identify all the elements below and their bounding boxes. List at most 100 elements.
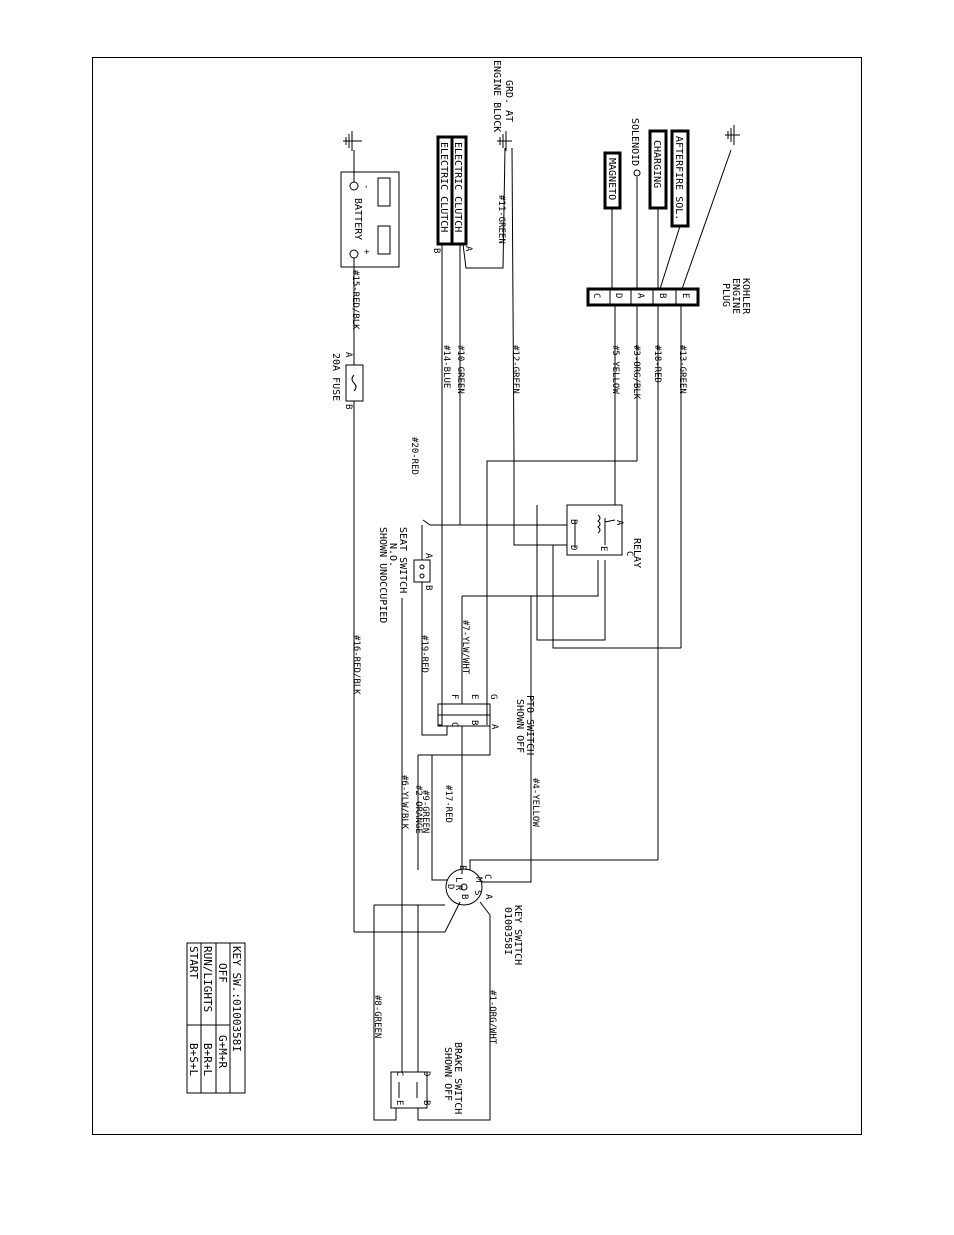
kohler-label-2: ENGINE bbox=[730, 278, 741, 314]
wire-label-20: #20-RED bbox=[409, 437, 419, 475]
seat-switch-label-2: N.O. bbox=[387, 543, 398, 567]
key-pin-a: A bbox=[483, 894, 493, 900]
ground-symbol-engine bbox=[497, 131, 512, 151]
pto-switch-label-2: SHOWN OFF bbox=[514, 699, 525, 753]
ground-label-line1: GRD. AT bbox=[503, 80, 514, 122]
plug-pin-e: E bbox=[680, 293, 690, 298]
plug-pin-d: D bbox=[613, 293, 623, 298]
seat-pin-b: B bbox=[423, 585, 433, 590]
plug-pin-c: C bbox=[591, 293, 601, 298]
pto-pin-g: G bbox=[488, 694, 498, 699]
brake-switch-label-1: BRAKE SWITCH bbox=[452, 1042, 463, 1114]
battery-positive-terminal bbox=[349, 249, 359, 259]
kohler-label-3: PLUG bbox=[720, 283, 731, 307]
pto-pin-e: E bbox=[469, 694, 479, 699]
relay-pin-a: A bbox=[614, 520, 624, 526]
wire-label-18: #18-RED bbox=[652, 345, 662, 383]
seat-switch-label-1: SEAT SWITCH bbox=[397, 527, 408, 593]
battery-cell-1 bbox=[377, 177, 391, 207]
battery-minus-sign: - bbox=[361, 184, 371, 189]
battery-cell-2 bbox=[377, 225, 391, 255]
relay-label: RELAY bbox=[631, 538, 642, 568]
brake-pin-b: B bbox=[421, 1100, 431, 1105]
key-table-row-1-position: OFF bbox=[216, 963, 229, 983]
kohler-label-1: KOHLER bbox=[740, 278, 751, 315]
key-pin-m: M bbox=[473, 877, 483, 883]
wire-label-1: #1-ORG/WHT bbox=[487, 990, 497, 1045]
magneto-label: MAGNETO bbox=[606, 158, 617, 200]
wire-label-3: #3-ORG/BLK bbox=[631, 345, 641, 400]
charging-label: CHARGING bbox=[651, 140, 662, 188]
wire-label-14: #14-BLUE bbox=[441, 345, 451, 388]
clutch-pin-a: A bbox=[463, 246, 473, 252]
relay-pin-d: D bbox=[568, 545, 578, 550]
wire-label-13: #13-GREEN bbox=[677, 345, 687, 394]
key-table-row-1-contacts: G+M+R bbox=[216, 1035, 229, 1068]
key-pin-d: D bbox=[445, 884, 455, 889]
wire-label-8: #8-GREEN bbox=[372, 995, 382, 1038]
battery-label: BATTERY bbox=[352, 198, 363, 240]
wire-label-6: #6-YLW/BLK bbox=[399, 775, 409, 830]
brake-switch-box bbox=[390, 1071, 428, 1109]
brake-pin-d: D bbox=[421, 1071, 431, 1076]
wire-label-2: #2-ORANGE bbox=[413, 785, 423, 834]
fuse-label: 20A FUSE bbox=[330, 353, 341, 401]
solenoid-label: SOLENOID bbox=[629, 118, 640, 166]
clutch-pin-b: B bbox=[431, 248, 441, 253]
key-pin-c: C bbox=[482, 874, 492, 879]
plug-pin-a: A bbox=[635, 293, 645, 299]
key-table-header: KEY SW.:0100358I bbox=[230, 946, 243, 1052]
fuse-pin-b: B bbox=[343, 404, 353, 409]
electric-clutch-label-2: ELECTRIC CLUTCH bbox=[452, 142, 463, 232]
wire-label-19: #19-RED bbox=[419, 635, 429, 673]
pto-pin-b: B bbox=[469, 720, 479, 725]
pto-pin-c: C bbox=[449, 722, 459, 727]
key-table-row-2-position: RUN/LIGHTS bbox=[201, 946, 214, 1012]
key-table-row-3-position: START bbox=[187, 946, 200, 979]
afterfire-label: AFTERFIRE SOL. bbox=[673, 136, 684, 220]
solenoid-terminal bbox=[633, 169, 641, 177]
brake-switch-label-2: SHOWN OFF bbox=[442, 1047, 453, 1101]
wire-label-5: #5-YELLOW bbox=[610, 345, 620, 394]
pto-pin-f: F bbox=[449, 694, 459, 699]
wire-label-12: #12-GREEN bbox=[510, 345, 520, 394]
battery-negative-terminal bbox=[349, 181, 359, 191]
key-switch-label-2: 0100358I bbox=[502, 907, 513, 955]
wire-label-10: #10-GREEN bbox=[455, 345, 465, 394]
relay-pin-b: B bbox=[568, 519, 578, 524]
plug-pin-b: B bbox=[657, 293, 667, 298]
electric-clutch-label-1: ELECTRIC CLUTCH bbox=[438, 142, 449, 232]
seat-switch-box bbox=[413, 559, 431, 583]
ground-label-line2: ENGINE BLOCK bbox=[491, 60, 502, 132]
brake-pin-e: E bbox=[394, 1100, 404, 1105]
wire-label-17: #17-RED bbox=[443, 785, 453, 823]
pto-pin-a: A bbox=[489, 724, 499, 730]
ground-symbol-kohler bbox=[725, 125, 740, 145]
wire-label-7: #7-YLW/WHT bbox=[460, 620, 470, 675]
seat-pin-a: A bbox=[423, 553, 433, 559]
relay-box bbox=[566, 504, 623, 556]
key-table-row-2-contacts: B+R+L bbox=[201, 1043, 214, 1076]
wire-label-15: #15-RED/BLK bbox=[350, 270, 360, 330]
wire-label-9: #9-GREEN bbox=[420, 790, 430, 833]
wire-label-11: #11-GREEN bbox=[496, 195, 506, 244]
ground-symbol-battery bbox=[343, 131, 362, 151]
relay-pin-c: C bbox=[624, 551, 634, 556]
kohler-engine-plug bbox=[586, 287, 700, 307]
fuse-pin-a: A bbox=[343, 352, 353, 358]
seat-switch-label-3: SHOWN UNOCCUPIED bbox=[377, 527, 388, 623]
relay-pin-e: E bbox=[598, 546, 608, 551]
wire-label-4: #4-YELLOW bbox=[530, 778, 540, 827]
key-pin-l: L bbox=[453, 877, 463, 882]
battery-plus-sign: + bbox=[361, 249, 371, 255]
key-pin-r: R bbox=[453, 885, 463, 891]
key-pin-s: S bbox=[472, 890, 482, 895]
brake-pin-c: C bbox=[394, 1071, 404, 1076]
pto-switch-label-1: PTO SWITCH bbox=[524, 695, 535, 755]
diagram-frame bbox=[92, 57, 862, 1135]
key-pin-b: B bbox=[459, 894, 469, 899]
key-switch-label-1: KEY SWITCH bbox=[512, 905, 523, 965]
wire-label-16: #16-RED/BLK bbox=[351, 635, 361, 695]
key-switch-table: KEY SW.:0100358I OFF G+M+R RUN/LIGHTS B+… bbox=[186, 942, 246, 1094]
